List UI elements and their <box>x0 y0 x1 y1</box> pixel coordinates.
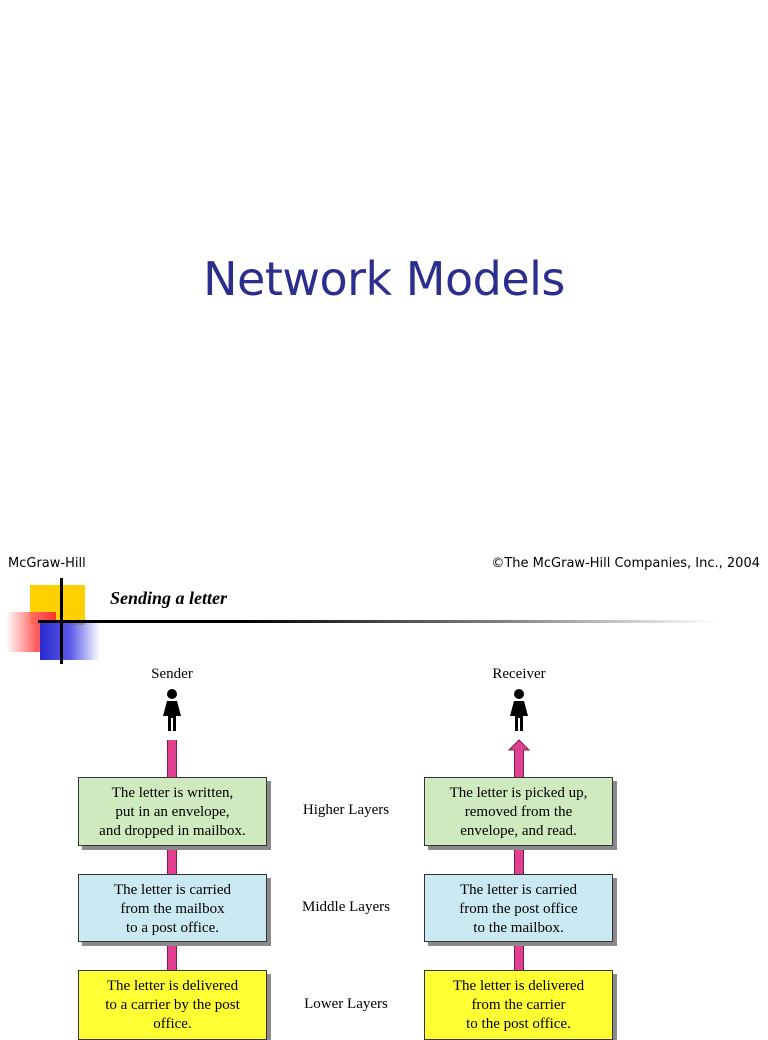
receiver-lower-box: The letter is delivered from the carrier… <box>424 970 613 1040</box>
receiver-middle-line-2: from the post office <box>459 901 578 917</box>
higher-layers-label: Higher Layers <box>302 802 390 818</box>
receiver-higher-box: The letter is picked up, removed from th… <box>424 777 613 846</box>
receiver-lower-line-3: to the post office. <box>466 1016 571 1032</box>
sender-higher-line-2: put in an envelope, <box>115 804 230 820</box>
receiver-person-icon <box>510 689 528 731</box>
sender-lower-line-1: The letter is delivered <box>106 978 239 994</box>
footer-publisher: McGraw-Hill <box>8 556 86 571</box>
receiver-label: Receiver <box>492 666 546 682</box>
decoration-horizontal-rule <box>38 620 718 623</box>
sender-higher-line-3: and dropped in mailbox. <box>99 823 246 839</box>
sender-lower-box: The letter is delivered to a carrier by … <box>78 970 267 1040</box>
sender-higher-line-1: The letter is written, <box>111 785 234 801</box>
receiver-connector-low <box>514 942 524 970</box>
middle-layers-label: Middle Layers <box>302 899 390 915</box>
receiver-lower-line-1: The letter is delivered <box>452 978 585 994</box>
slide-title: Network Models <box>203 252 565 306</box>
sender-middle-box: The letter is carried from the mailbox t… <box>78 874 267 942</box>
sender-middle-line-2: from the mailbox <box>120 901 225 917</box>
receiver-middle-line-1: The letter is carried <box>459 882 578 898</box>
sender-lower-line-3: office. <box>153 1016 192 1032</box>
receiver-arrow-up-icon <box>507 739 531 778</box>
decoration-blue-square <box>40 622 100 660</box>
sender-higher-box: The letter is written, put in an envelop… <box>78 777 267 846</box>
receiver-higher-line-3: envelope, and read. <box>460 823 577 839</box>
sender-middle-line-1: The letter is carried <box>113 882 232 898</box>
footer-copyright: ©The McGraw-Hill Companies, Inc., 2004 <box>491 556 760 571</box>
sender-lower-line-2: to a carrier by the post <box>105 997 240 1013</box>
figure-title: Sending a letter <box>110 588 228 608</box>
receiver-lower-line-2: from the carrier <box>471 997 566 1013</box>
sender-middle-line-3: to a post office. <box>125 920 220 936</box>
sender-connector-top <box>167 740 177 777</box>
sender-connector-mid <box>167 846 177 874</box>
receiver-higher-line-2: removed from the <box>464 804 573 820</box>
receiver-middle-box: The letter is carried from the post offi… <box>424 874 613 942</box>
receiver-connector-mid <box>514 846 524 874</box>
receiver-higher-line-1: The letter is picked up, <box>449 785 588 801</box>
lower-layers-label: Lower Layers <box>304 996 388 1012</box>
sender-person-icon <box>163 689 181 731</box>
sender-connector-low <box>167 942 177 970</box>
receiver-middle-line-3: to the mailbox. <box>473 920 564 936</box>
sender-label: Sender <box>151 666 193 682</box>
